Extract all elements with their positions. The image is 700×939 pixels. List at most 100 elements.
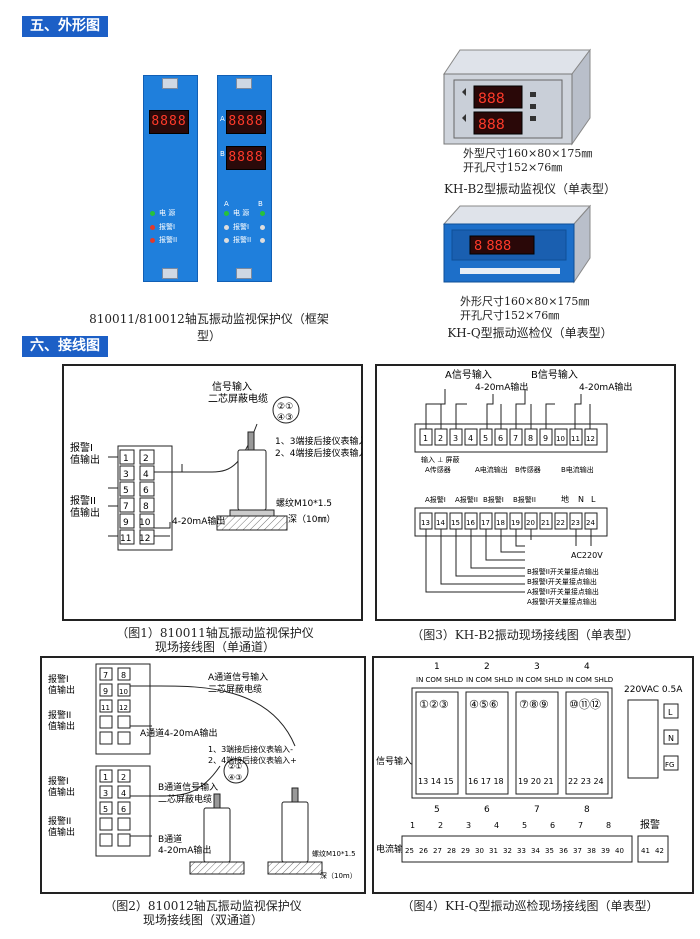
d3-n: N bbox=[578, 495, 584, 504]
d3-leg3: A报警II开关量接点输出 bbox=[527, 587, 599, 596]
d2-b-out2: 4-20mA输出 bbox=[158, 844, 211, 856]
d2-a-cable: 二芯屏蔽电缆 bbox=[208, 683, 262, 695]
d1-pin: 8 bbox=[143, 502, 149, 512]
d2-pin: 3 bbox=[103, 789, 108, 798]
d3-pin: 1 bbox=[423, 434, 428, 443]
d1-alarm1b: 值输出 bbox=[70, 453, 100, 466]
d4-bot-num: 19 20 21 bbox=[518, 777, 554, 786]
d1-pin: 3 bbox=[123, 470, 129, 480]
d4-circ: ④⑤⑥ bbox=[469, 698, 499, 711]
plug-bottom: ④③ bbox=[228, 773, 242, 782]
d3-alarm-b1: B报警I bbox=[483, 495, 504, 504]
d2-pin: 12 bbox=[119, 704, 128, 712]
d3-leg1: B报警II开关量接点输出 bbox=[527, 567, 599, 576]
d3-pin: 6 bbox=[498, 434, 503, 443]
diagram-2-frame bbox=[40, 656, 366, 894]
d3-lbl-b-cur: B电流输出 bbox=[561, 465, 594, 474]
d4-current-terminals: 25 26 27 28 29 30 31 32 33 34 35 36 37 3… bbox=[405, 847, 664, 855]
d4-bot-num: 16 17 18 bbox=[468, 777, 504, 786]
d4-cur-ch: 6 bbox=[550, 821, 555, 830]
d2-alarm1b: 值输出 bbox=[48, 786, 75, 798]
d4-ch: 4 bbox=[584, 662, 590, 672]
d2-alarm2: 报警II bbox=[48, 815, 71, 827]
section-wiring-title: 六、接线图 bbox=[22, 336, 108, 357]
d2-pin: 5 bbox=[103, 805, 108, 814]
d4-cur-ch: 8 bbox=[606, 821, 611, 830]
alarm2-led bbox=[260, 238, 265, 243]
diagram-1-frame bbox=[62, 364, 363, 621]
d3-pin: 8 bbox=[528, 434, 533, 443]
d4-cur-num: 25 bbox=[405, 847, 414, 855]
d1-pin: 12 bbox=[139, 534, 150, 544]
d1-depth: 深（10㎜） bbox=[288, 514, 335, 525]
d3-pin: 15 bbox=[451, 519, 460, 527]
d1-alarm1: 报警I bbox=[70, 441, 93, 454]
d1-pin: 4 bbox=[143, 470, 149, 480]
d1-pin: 1 bbox=[123, 454, 129, 464]
d1-pin: 5 bbox=[123, 486, 129, 496]
d2-pin: 10 bbox=[119, 688, 128, 696]
diagram-3-frame bbox=[375, 364, 676, 621]
rack-panel-single: 8888 电 源 报警I 报警II bbox=[143, 75, 198, 282]
d3-a-out: 4-20mA输出 bbox=[475, 381, 528, 393]
panel-handle bbox=[162, 268, 178, 279]
kh-q-display: 8 888 bbox=[474, 239, 511, 254]
d3-b-in: B信号输入 bbox=[531, 368, 578, 381]
d4-ch: 1 bbox=[434, 662, 440, 672]
d1-alarm2: 报警II bbox=[70, 494, 96, 507]
d3-power: AC220V bbox=[571, 551, 603, 560]
d4-signal-label: 信号输入 bbox=[376, 755, 412, 767]
d3-pin: 14 bbox=[436, 519, 445, 527]
d4-circ: ⑦⑧⑨ bbox=[519, 698, 549, 711]
d3-pin: 9 bbox=[543, 434, 548, 443]
d1-pin: 11 bbox=[120, 534, 131, 544]
d1-pin: 10 bbox=[139, 518, 151, 528]
d4-alarm-num: 41 bbox=[641, 847, 650, 855]
d4-alarm-num: 42 bbox=[655, 847, 664, 855]
d3-pin: 12 bbox=[586, 435, 595, 443]
d3-pin: 5 bbox=[483, 434, 488, 443]
d3-pin: 17 bbox=[481, 519, 490, 527]
kh-b2-caption: KH-B2型振动监视仪（单表型） bbox=[444, 182, 616, 196]
d1-note2: 2、4端接后接仪表输入+ bbox=[275, 447, 362, 459]
kh-q-dims: 外形尺寸160×80×175㎜ bbox=[460, 295, 590, 308]
d4-sig-head: IN COM SHLD bbox=[416, 676, 463, 684]
d3-pin: 10 bbox=[556, 435, 565, 443]
kh-b2-device: 888 888 bbox=[443, 48, 591, 146]
power-led bbox=[260, 211, 265, 216]
led-display: 8888 bbox=[149, 110, 189, 134]
alarm1-led bbox=[260, 225, 265, 230]
d2-pin: 9 bbox=[103, 687, 108, 696]
plug-top: ②① bbox=[228, 762, 242, 771]
diagram-2-caption: （图2）810012轴瓦振动监视保护仪 bbox=[104, 899, 302, 913]
d3-lbl-in: 输入 ⊥ 屏蔽 bbox=[421, 455, 460, 464]
d4-cur-num: 33 bbox=[517, 847, 526, 855]
diagram-2-caption-2: 现场接线图（双通道） bbox=[142, 913, 263, 927]
alarm2-label: 报警II bbox=[159, 236, 178, 244]
kh-b2-dims: 外型尺寸160×80×175㎜ bbox=[463, 147, 593, 160]
d2-pin: 1 bbox=[103, 773, 108, 782]
panel-handle bbox=[236, 268, 252, 279]
d4-cur-num: 30 bbox=[475, 847, 484, 855]
d3-bottom-terminals bbox=[419, 512, 598, 530]
d2-alarm2b: 值输出 bbox=[48, 826, 75, 838]
d2-thread: 螺纹M10*1.5 bbox=[312, 849, 356, 858]
d3-pin: 11 bbox=[571, 435, 580, 443]
plug-bottom: ④③ bbox=[277, 413, 293, 423]
d4-term-n: N bbox=[668, 734, 674, 743]
power-label: 电 源 bbox=[159, 209, 176, 217]
d4-cur-num: 39 bbox=[601, 847, 610, 855]
d2-pin: 6 bbox=[121, 805, 126, 814]
d4-term-fg: FG bbox=[665, 761, 674, 769]
alarm1-led bbox=[224, 225, 229, 230]
d3-gnd: 地 bbox=[561, 494, 569, 504]
d4-sig-head: IN COM SHLD bbox=[466, 676, 513, 684]
alarm1-label: 报警I bbox=[159, 223, 176, 231]
d4-bot-num: 22 23 24 bbox=[568, 777, 604, 786]
d4-cur-num: 31 bbox=[489, 847, 498, 855]
d3-alarm-a1: A报警I bbox=[425, 495, 446, 504]
d2-alarm1b: 值输出 bbox=[48, 684, 75, 696]
d3-lbl-b-sensor: B传感器 bbox=[515, 465, 541, 474]
d3-pin: 4 bbox=[468, 434, 473, 443]
d4-power: 220VAC 0.5A bbox=[624, 685, 683, 695]
